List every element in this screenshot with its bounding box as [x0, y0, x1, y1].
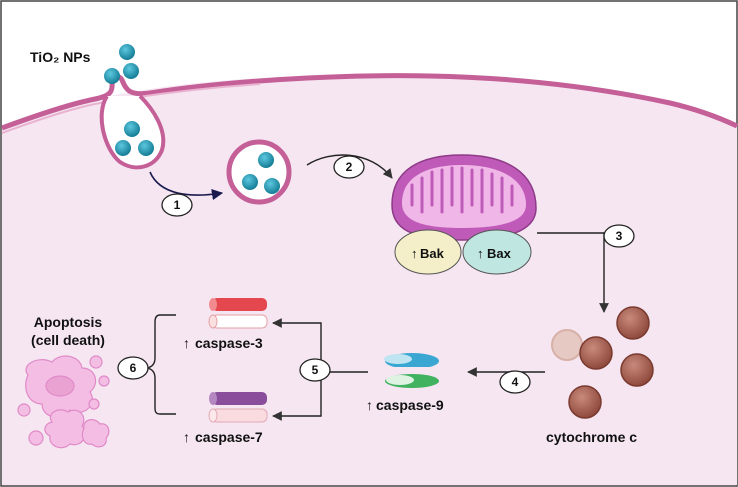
svg-text:5: 5: [312, 363, 319, 377]
cell-membrane-inner: [1, 83, 261, 134]
cell-membrane: [1, 73, 738, 131]
step-4-badge: 4: [499, 370, 531, 394]
endosome: [226, 139, 292, 205]
svg-text:3: 3: [616, 229, 623, 243]
bak-protein: ↑ Bak: [394, 229, 462, 275]
svg-text:4: 4: [512, 375, 519, 389]
caspase-9-up-arrow: ↑: [366, 397, 373, 413]
cell-death-label: (cell death): [31, 332, 105, 348]
bax-label: Bax: [487, 246, 512, 261]
cytochrome-c-molecules: [551, 306, 654, 419]
step-3-badge: 3: [603, 224, 635, 248]
arrow-to-caspase-3: [272, 318, 322, 372]
arrow-to-caspase-7: [272, 372, 322, 421]
svg-text:2: 2: [346, 160, 353, 174]
tio2-nps-label: TiO₂ NPs: [30, 49, 91, 65]
caspase-9-label: caspase-9: [376, 397, 444, 413]
caspase-3-icon: [208, 298, 268, 329]
bak-up-arrow: ↑: [411, 246, 418, 261]
cytochrome-c-label: cytochrome c: [546, 429, 637, 445]
apoptotic-cell-icon: [17, 355, 110, 449]
caspase-7-up-arrow: ↑: [183, 429, 190, 445]
step-6-badge: 6: [117, 356, 149, 380]
svg-text:6: 6: [130, 361, 137, 375]
caspase-3-up-arrow: ↑: [183, 335, 190, 351]
cell-cytoplasm: [2, 75, 737, 485]
apoptosis-label: Apoptosis: [34, 314, 103, 330]
caspase-7-label: caspase-7: [195, 429, 263, 445]
caspase-7-icon: [208, 392, 268, 423]
bak-label: Bak: [420, 246, 445, 261]
pocket-nanoparticles: [115, 121, 154, 156]
free-nanoparticles: [104, 44, 139, 84]
mitochondrion: [391, 154, 537, 241]
step-5-badge: 5: [299, 358, 331, 382]
svg-text:1: 1: [174, 198, 181, 212]
bax-protein: ↑ Bax: [462, 229, 532, 275]
step-2-badge: 2: [333, 155, 365, 179]
caspase-9-icon: [384, 353, 440, 388]
caspase-3-label: caspase-3: [195, 335, 263, 351]
step-1-badge: 1: [161, 193, 193, 217]
arrow-step-1: [149, 171, 224, 201]
bax-up-arrow: ↑: [477, 246, 484, 261]
